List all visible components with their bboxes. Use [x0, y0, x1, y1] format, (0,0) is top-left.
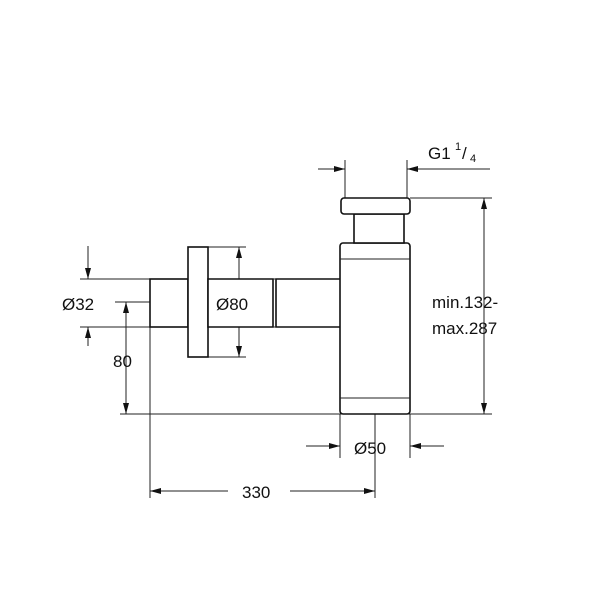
- projection-label: 330: [242, 483, 270, 502]
- proj-arrow-right: [364, 488, 375, 494]
- thread-label: G1: [428, 144, 451, 163]
- height-arrow-top: [481, 198, 487, 209]
- d80-label: Ø80: [216, 295, 248, 314]
- inlet-tube: [353, 213, 405, 244]
- d80-arrow-top: [236, 247, 242, 258]
- d32-arrow-bottom: [85, 327, 91, 338]
- d50-label: Ø50: [354, 439, 386, 458]
- height-arrow-bottom: [481, 403, 487, 414]
- thread-arrow-right: [407, 166, 418, 172]
- thread-numerator: 1: [455, 141, 461, 153]
- wall-pipe: [149, 278, 189, 328]
- rosette: [187, 246, 209, 358]
- height-max-label: max.287: [432, 319, 497, 338]
- d32-label: Ø32: [62, 295, 94, 314]
- height80-label: 80: [113, 352, 132, 371]
- thread-arrow-left: [334, 166, 345, 172]
- thread-slash: /: [462, 144, 467, 163]
- siphon: [149, 197, 411, 415]
- trap-body: [339, 242, 411, 415]
- top-cap: [340, 197, 411, 215]
- dimension-labels: G1 1 / 4 min.132- max.287 Ø32 Ø80 80 Ø50…: [62, 141, 498, 502]
- height80-arrow-bottom: [123, 403, 129, 414]
- height-min-label: min.132-: [432, 293, 498, 312]
- d50-arrow-right: [410, 443, 421, 449]
- dimension-lines: [80, 160, 492, 498]
- d50-arrow-left: [329, 443, 340, 449]
- d80-arrow-bottom: [236, 346, 242, 357]
- thread-denominator: 4: [470, 153, 476, 165]
- height80-arrow-top: [123, 302, 129, 313]
- proj-arrow-left: [150, 488, 161, 494]
- d32-arrow-top: [85, 268, 91, 279]
